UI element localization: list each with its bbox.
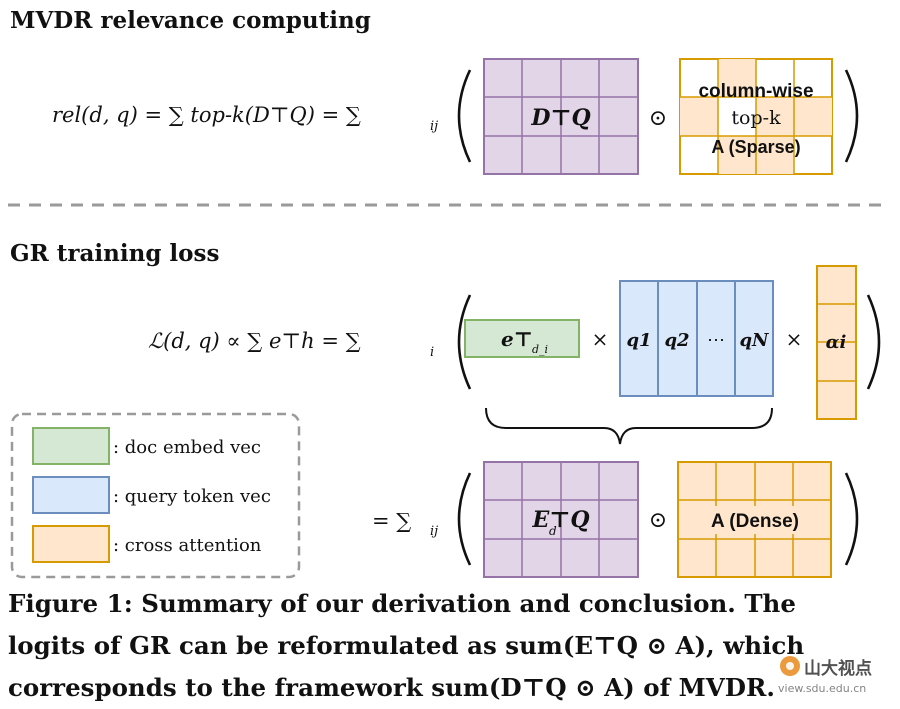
caption-line-2: logits of GR can be reformulated as sum(… [8,631,805,660]
times-op-1: × [592,327,609,351]
figure-diagram: MVDR relevance computing rel(d, q) = ∑ t… [8,7,890,579]
left-paren [457,69,472,163]
mask-line2: top-k [731,107,781,129]
legend: : doc embed vec : query token vec : cros… [10,412,301,579]
watermark-url: view.sdu.edu.cn [778,682,866,695]
legend-swatch-orange [32,525,110,563]
legend-label-doc: : doc embed vec [113,437,261,458]
left-paren-2 [457,294,472,390]
left-paren-3 [457,472,472,566]
times-op-2: × [786,327,803,351]
query-col-n: qN [739,330,770,351]
alpha-label: αi [826,332,847,353]
doc-embed-vector: e⊤ d_i [464,319,580,358]
section2-equation: ℒ(d, q) ∝ ∑ e⊤h = ∑ i e⊤ d_i × q1 q2 ⋯ q… [148,265,881,445]
edq-label: E⊤Q [531,507,589,533]
dense-label: A (Dense) [711,511,799,532]
right-paren-2 [866,294,881,390]
eq1-lhs: rel(d, q) = ∑ top-k(D⊤Q) = ∑ [52,103,361,127]
hadamard-op-1: ⊙ [649,106,667,131]
eq2-lhs: ℒ(d, q) ∝ ∑ e⊤h = ∑ [148,329,361,353]
edq-sub: d [549,524,557,538]
legend-label-query: : query token vec [113,486,271,507]
section1-title: MVDR relevance computing [10,7,371,34]
underbrace [485,407,773,445]
right-paren [844,69,859,163]
query-col-1: q1 [626,330,651,351]
figure-caption: Figure 1: Summary of our derivation and … [8,583,892,709]
section2-title: GR training loss [10,240,219,267]
eq3-lhs: = ∑ [372,509,411,533]
right-paren-3 [844,472,859,566]
mask-line3: A (Sparse) [711,137,800,157]
eq2-sub: i [430,345,434,360]
hadamard-op-2: ⊙ [649,508,667,533]
mask-line1: column-wise [698,81,813,102]
alpha-vector: αi [816,265,857,420]
sparse-attention-matrix: column-wise top-k A (Sparse) [679,58,833,175]
legend-item-query: : query token vec [32,476,271,514]
section1-equation: rel(d, q) = ∑ top-k(D⊤Q) = ∑ ij D⊤Q ⊙ [52,58,859,175]
section2-equation-2: = ∑ ij E⊤Q d ⊙ A (Dense) [372,461,859,578]
query-col-dots: ⋯ [707,330,725,351]
caption-line-3: corresponds to the framework sum(D⊤Q ⊙ A… [8,673,775,702]
caption-line-1: Figure 1: Summary of our derivation and … [8,589,796,618]
doc-vec-label: e⊤ [501,327,533,351]
watermark-logo: 山大视点 view.sdu.edu.cn [778,656,872,695]
legend-item-attention: : cross attention [32,525,262,563]
eq1-sub: ij [430,119,438,134]
dq-label: D⊤Q [530,105,590,131]
legend-swatch-green [32,427,110,465]
query-col-2: q2 [664,330,689,351]
legend-item-doc: : doc embed vec [32,427,261,465]
eq3-sub: ij [430,524,438,539]
dense-attention-matrix: A (Dense) [677,461,832,578]
legend-swatch-blue [32,476,110,514]
dq-matrix: D⊤Q [483,58,639,175]
watermark-text: 山大视点 [804,658,872,679]
edq-matrix: E⊤Q d [483,461,639,578]
legend-label-attention: : cross attention [113,535,262,556]
query-token-matrix: q1 q2 ⋯ qN [619,280,774,397]
doc-vec-sub: d_i [532,343,548,356]
